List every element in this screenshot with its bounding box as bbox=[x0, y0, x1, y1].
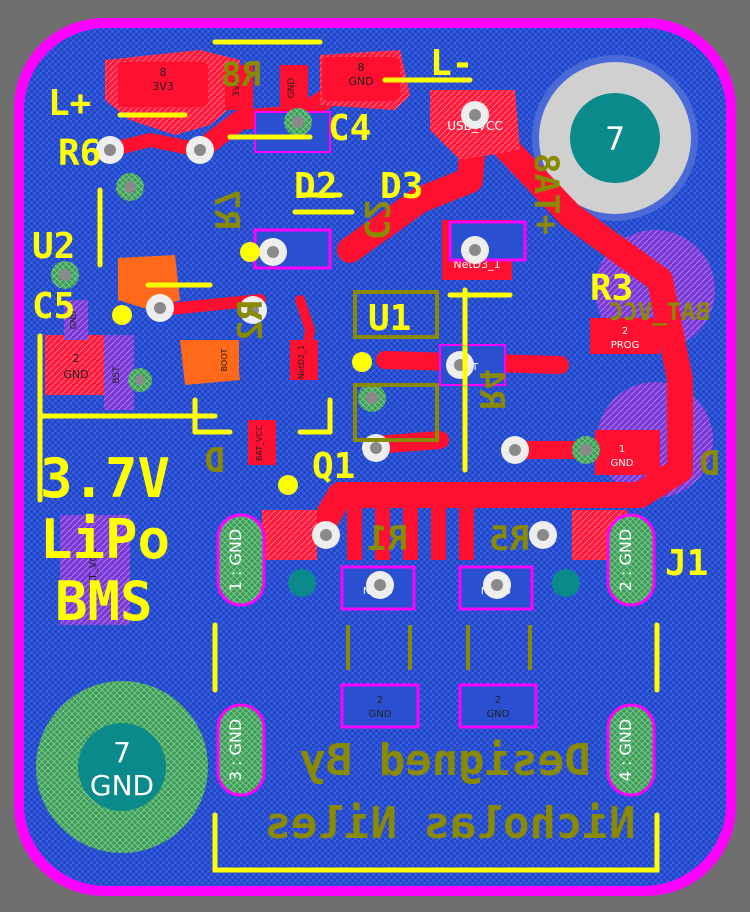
svg-text:BAT_VCC: BAT_VCC bbox=[255, 425, 264, 461]
pad-bat-vcc: BAT_VCC bbox=[248, 420, 276, 465]
connector-pad-2-gnd: 2 : GND bbox=[606, 513, 656, 607]
svg-text:GND: GND bbox=[69, 311, 78, 329]
svg-text:GND: GND bbox=[90, 769, 154, 802]
pad-3v3-small: 3V3 bbox=[225, 65, 253, 110]
bottom-label-bat-vcc: BAT_VCC bbox=[609, 298, 710, 326]
mount-hole-top-right: 7 bbox=[532, 55, 698, 221]
connector-shield-left bbox=[262, 510, 317, 560]
bottom-label-r5: R5 bbox=[489, 519, 530, 559]
svg-text:1 : GND: 1 : GND bbox=[226, 529, 245, 591]
svg-text:GND: GND bbox=[611, 458, 634, 469]
svg-text:2: 2 bbox=[73, 352, 80, 365]
bottom-label-r2: R2 bbox=[231, 300, 271, 341]
bottom-label-ta8: +TA8 bbox=[526, 153, 566, 235]
pad-gnd-right: 1 GND bbox=[595, 430, 660, 475]
label-q1: Q1 bbox=[312, 446, 355, 487]
pad-gnd-left: 2 GND bbox=[45, 335, 107, 395]
mount-hole-bottom-left: 7 GND bbox=[36, 681, 208, 853]
svg-text:NetD2_1: NetD2_1 bbox=[297, 345, 306, 379]
label-u1: U1 bbox=[368, 298, 411, 339]
svg-text:LiPo: LiPo bbox=[40, 508, 170, 571]
bottom-label-d-right: D bbox=[700, 444, 720, 484]
pad-prog: 2 PROG bbox=[590, 318, 660, 354]
pad-gnd-small-left: GND bbox=[64, 300, 88, 340]
label-d3: D3 bbox=[380, 166, 423, 207]
pin1-markers bbox=[112, 242, 372, 495]
bottom-label-r1: R1 bbox=[367, 519, 408, 559]
svg-text:7: 7 bbox=[605, 120, 625, 158]
svg-text:2: 2 bbox=[377, 695, 383, 706]
connector-pad-1-gnd: 1 : GND bbox=[216, 513, 266, 607]
svg-text:3.7V: 3.7V bbox=[40, 447, 170, 510]
svg-text:BST: BST bbox=[112, 366, 122, 384]
label-u2: U2 bbox=[32, 226, 75, 267]
svg-text:GND: GND bbox=[369, 709, 392, 720]
label-c5: C5 bbox=[32, 286, 75, 327]
svg-text:GND: GND bbox=[287, 78, 297, 99]
svg-text:GND: GND bbox=[348, 75, 373, 88]
silkscreen-outlines bbox=[37, 39, 660, 873]
pad-boot: BOOT bbox=[215, 340, 239, 380]
svg-text:2: 2 bbox=[495, 695, 501, 706]
svg-text:BMS: BMS bbox=[55, 570, 153, 633]
svg-text:2: 2 bbox=[622, 326, 628, 337]
pad-netd2: NetD2_1 bbox=[290, 340, 318, 380]
bottom-label-c2: C2 bbox=[356, 199, 396, 240]
svg-text:Nicholas Niles: Nicholas Niles bbox=[265, 798, 636, 849]
svg-text:1: 1 bbox=[619, 444, 625, 455]
connector-hole-left bbox=[288, 569, 316, 597]
svg-text:3V3: 3V3 bbox=[152, 80, 174, 93]
svg-text:3 : GND: 3 : GND bbox=[226, 719, 245, 781]
svg-text:BOOT: BOOT bbox=[220, 348, 229, 371]
pad-gnd-top: 8 GND bbox=[322, 57, 400, 101]
board-title: 3.7V LiPo BMS bbox=[40, 447, 170, 633]
label-l-plus: L+ bbox=[48, 83, 91, 124]
label-r6: R6 bbox=[58, 133, 101, 174]
label-r3: R3 bbox=[590, 268, 633, 309]
pad-bst: BST bbox=[104, 335, 134, 410]
pad-bottom-vcc: BAT_VCC bbox=[60, 515, 130, 625]
svg-text:8: 8 bbox=[160, 66, 167, 79]
pad-2-gnd: GND bbox=[280, 65, 308, 110]
pad-gnd-bottom-2: 2 GND bbox=[458, 683, 538, 729]
label-c4: C4 bbox=[328, 108, 371, 149]
connector-pins bbox=[347, 505, 474, 560]
bottom-label-r7: R7 bbox=[206, 189, 246, 230]
bottom-silk-credit: Designed By Nicholas Niles bbox=[265, 735, 636, 849]
svg-text:7: 7 bbox=[113, 736, 131, 769]
svg-text:8: 8 bbox=[358, 61, 365, 74]
pad-gnd-bottom-1: 2 GND bbox=[340, 683, 420, 729]
svg-text:2 : GND: 2 : GND bbox=[616, 529, 635, 591]
svg-text:PROG: PROG bbox=[611, 340, 640, 351]
svg-text:GND: GND bbox=[63, 368, 88, 381]
connector-pad-4-gnd: 4 : GND bbox=[606, 703, 656, 797]
bottom-label-d-left: D bbox=[205, 441, 225, 481]
label-l-minus: L- bbox=[430, 43, 473, 84]
svg-text:GND: GND bbox=[487, 709, 510, 720]
vias bbox=[51, 101, 600, 599]
label-d2: D2 bbox=[294, 166, 337, 207]
label-j1: J1 bbox=[665, 543, 708, 584]
svg-text:3V3: 3V3 bbox=[232, 79, 242, 97]
svg-text:4 : GND: 4 : GND bbox=[616, 719, 635, 781]
pad-3v3: 8 3V3 bbox=[118, 62, 208, 107]
connector-hole-right bbox=[552, 569, 580, 597]
bottom-label-r4: R4 bbox=[471, 369, 511, 410]
svg-text:BAT_VCC: BAT_VCC bbox=[88, 548, 99, 593]
bottom-label-r8: R8 bbox=[221, 55, 262, 95]
silkscreen-dark-outlines bbox=[346, 290, 532, 670]
connector-pad-3-gnd: 3 : GND bbox=[216, 703, 266, 797]
svg-text:Designed By: Designed By bbox=[299, 735, 590, 786]
